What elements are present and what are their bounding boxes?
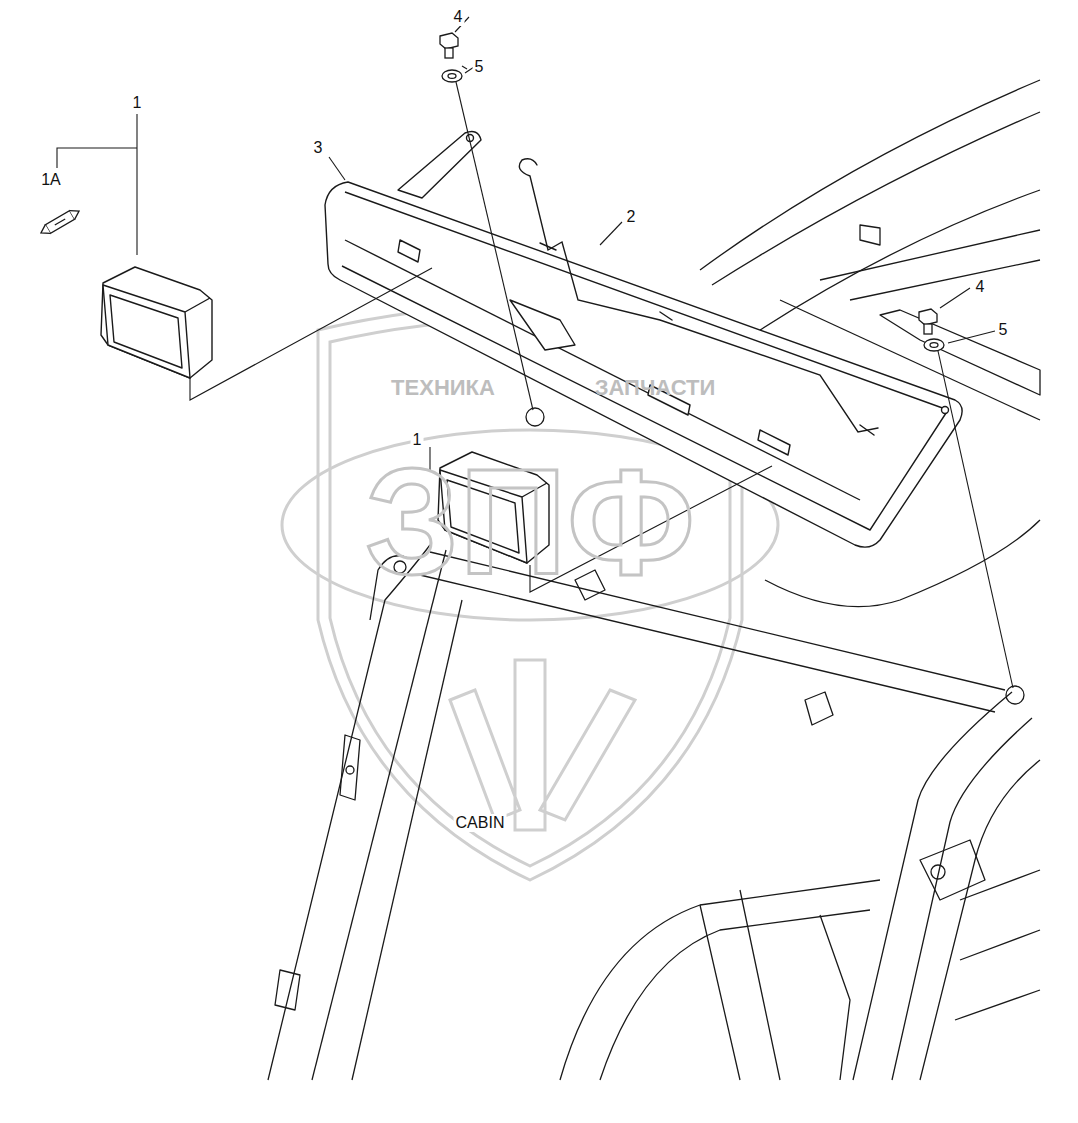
- watermark: ТЕХНИКА: [391, 377, 495, 399]
- callout-number: 5: [997, 321, 1010, 339]
- callout-number: 5: [473, 58, 486, 76]
- bulb: [38, 207, 81, 238]
- part-name: CABIN: [454, 814, 507, 832]
- watermark: ЗАПЧАСТИ: [595, 377, 716, 399]
- watermark-shield: [282, 305, 778, 880]
- callout-number: 2: [625, 208, 638, 226]
- callout-number: 3: [312, 139, 325, 157]
- work-lamp: [101, 267, 212, 378]
- leader-lines: [57, 17, 1013, 688]
- callout-number: 1A: [39, 171, 63, 189]
- callout-number: 4: [974, 278, 987, 296]
- callout-number: 4: [452, 8, 465, 26]
- bolt-washer: [440, 33, 944, 351]
- callout-number: 1: [131, 94, 144, 112]
- watermark: ЗПФ: [365, 447, 695, 597]
- wire-harness: [519, 159, 878, 435]
- cabin-frame: [268, 80, 1040, 1080]
